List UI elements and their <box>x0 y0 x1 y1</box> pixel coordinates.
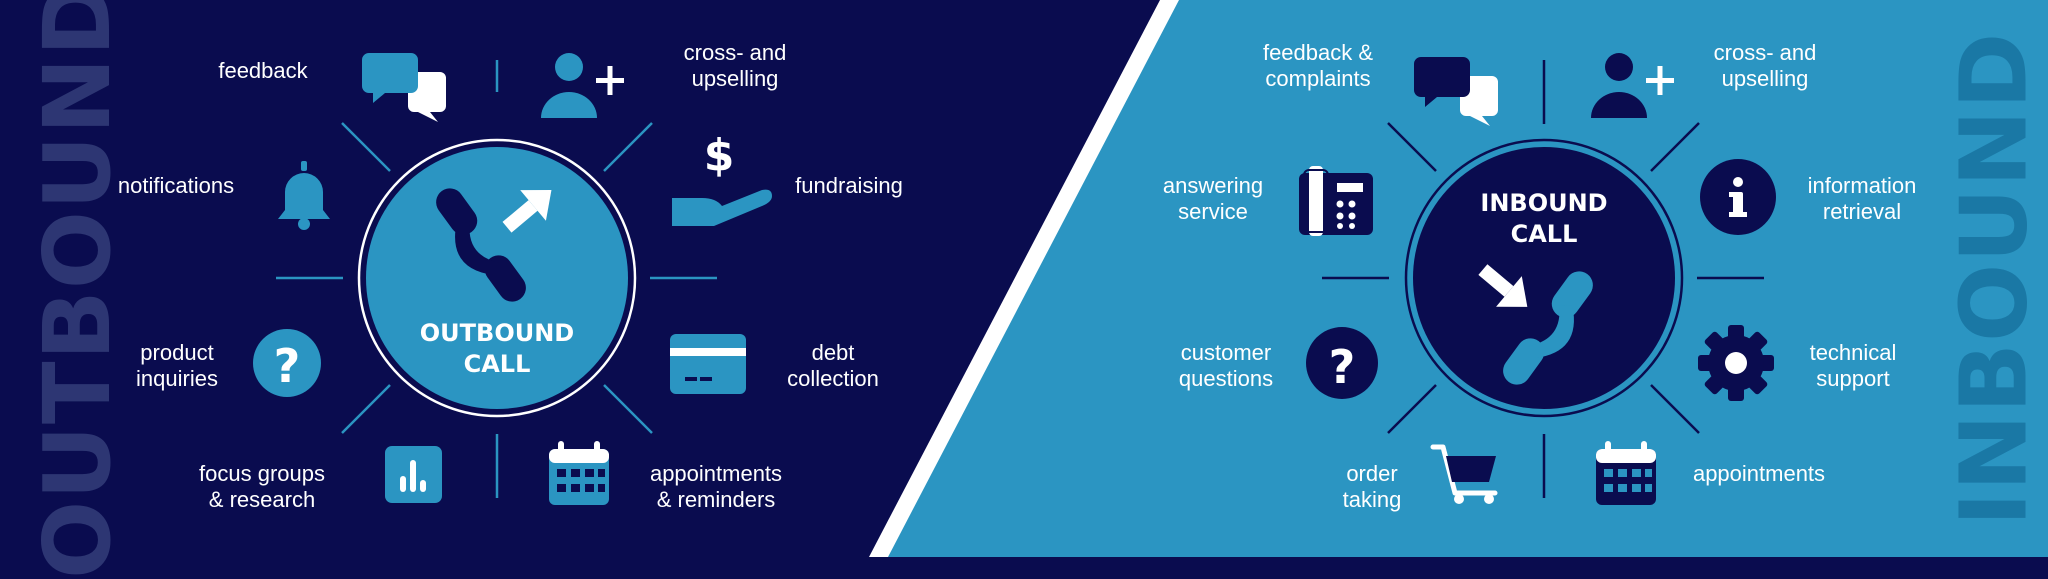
incoming-arrow-icon <box>1478 264 1528 307</box>
inbound-center-ring <box>1404 138 1684 418</box>
gear-icon <box>1698 325 1774 401</box>
question-icon: ? <box>253 329 321 397</box>
label-answering-service: answering service <box>1162 173 1264 224</box>
label-product-inquiries: product inquiries <box>136 340 218 391</box>
panel-divider <box>869 0 1179 557</box>
label-notifications: notifications <box>117 173 235 198</box>
outbound-diagram: $ ? <box>253 53 772 505</box>
cart-icon <box>1430 444 1498 504</box>
inbound-diagram: ? <box>1299 53 1776 505</box>
add-user-icon <box>1591 53 1674 118</box>
label-order-taking: order taking <box>1342 461 1402 512</box>
label-focus-groups: focus groups & research <box>199 461 325 512</box>
label-information-retrieval: information retrieval <box>1807 173 1917 224</box>
label-appointments: appointments <box>1692 461 1826 486</box>
hand-dollar-icon: $ <box>672 130 772 226</box>
svg-text:?: ? <box>1329 340 1356 394</box>
chat-bubbles-icon <box>1414 57 1498 126</box>
svg-text:$: $ <box>704 130 735 181</box>
question-icon: ? <box>1306 327 1378 399</box>
inbound-center-title: INBOUND CALL <box>1480 189 1608 248</box>
label-fundraising: fundraising <box>795 173 903 198</box>
calendar-icon <box>1596 441 1656 505</box>
credit-card-icon <box>670 334 746 394</box>
outbound-center-ring <box>357 138 637 418</box>
label-debt-collection: debt collection <box>787 340 879 391</box>
add-user-icon <box>541 53 624 118</box>
phone-outgoing-icon <box>436 188 526 302</box>
svg-text:?: ? <box>274 339 301 393</box>
calendar-icon <box>549 441 609 505</box>
info-icon <box>1700 159 1776 235</box>
outgoing-arrow-icon <box>502 190 552 233</box>
inbound-spokes <box>1322 60 1764 498</box>
phone-incoming-icon <box>1503 271 1593 385</box>
desk-phone-icon <box>1299 166 1373 236</box>
label-cross-upselling-inbound: cross- and upselling <box>1713 40 1817 91</box>
outbound-spokes <box>276 60 717 498</box>
chat-bubbles-icon <box>362 53 446 122</box>
label-technical-support: technical support <box>1809 340 1897 391</box>
label-feedback: feedback <box>218 58 308 83</box>
label-customer-questions: customer questions <box>1178 340 1274 391</box>
bell-icon <box>278 161 330 230</box>
outbound-center-title: OUTBOUND CALL <box>419 319 575 378</box>
bar-chart-icon <box>385 446 442 503</box>
label-feedback-complaints: feedback & complaints <box>1262 40 1374 91</box>
inbound-center-circle <box>1413 147 1675 409</box>
label-cross-upselling: cross- and upselling <box>683 40 787 91</box>
label-appointments-reminders: appointments & reminders <box>649 461 783 512</box>
